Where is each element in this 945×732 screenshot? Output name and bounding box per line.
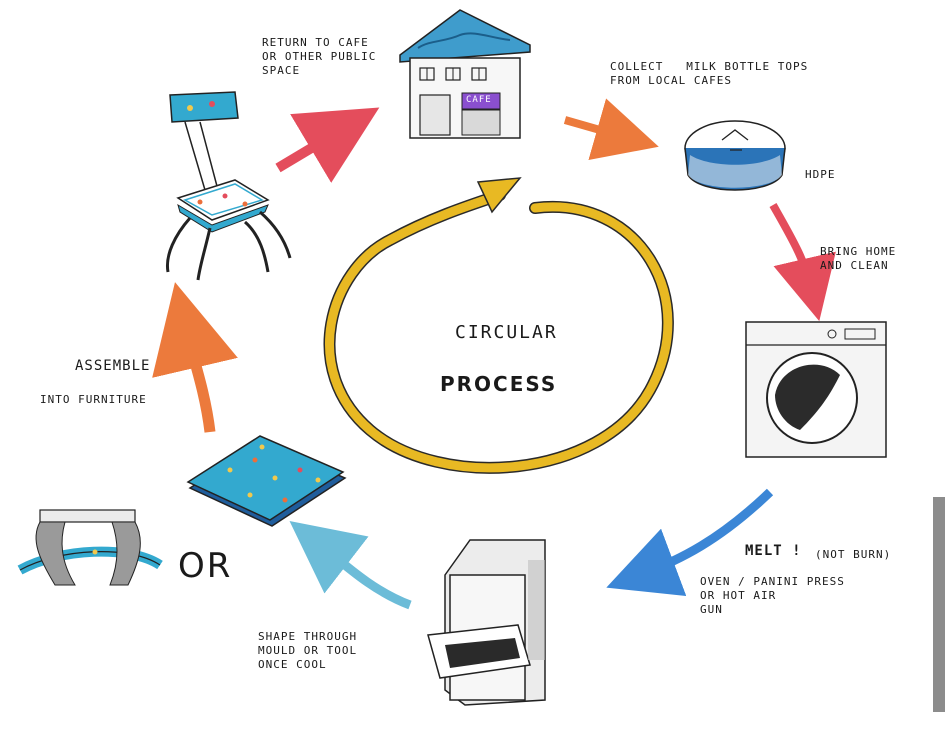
label-melt-tools: OVEN / PANINI PRESS OR HOT AIR GUN bbox=[700, 575, 845, 616]
arrow-chair-to-cafe bbox=[275, 107, 380, 183]
recycled-panel-sketch bbox=[186, 435, 347, 527]
center-title-line2: PROCESS bbox=[440, 372, 558, 396]
label-assemble: ASSEMBLE bbox=[75, 358, 151, 374]
label-hdpe: HDPE bbox=[805, 168, 836, 181]
label-return-to-cafe: RETURN TO CAFE OR OTHER PUBLIC SPACE bbox=[262, 36, 377, 77]
label-melt: MELT ! bbox=[745, 543, 802, 559]
photo-fragment bbox=[933, 497, 945, 712]
center-loop-arrow bbox=[323, 177, 674, 474]
center-title-line1: CIRCULAR bbox=[455, 322, 558, 343]
cafe-sign: CAFE bbox=[466, 95, 492, 105]
arrow-cap-to-washer bbox=[769, 203, 836, 322]
arrow-panel-to-chair bbox=[152, 282, 238, 433]
label-bring-home-clean: BRING HOME AND CLEAN bbox=[820, 245, 897, 272]
arrow-cafe-to-cap bbox=[563, 98, 659, 160]
oven-sketch bbox=[427, 539, 546, 706]
label-not-burn: (NOT BURN) bbox=[815, 548, 892, 561]
washing-machine-sketch bbox=[745, 321, 887, 458]
label-shape-through-mould: SHAPE THROUGH MOULD OR TOOL ONCE COOL bbox=[258, 630, 358, 671]
label-collect-bottle-tops: COLLECT MILK BOTTLE TOPS FROM LOCAL CAFE… bbox=[610, 60, 809, 87]
chair-sketch bbox=[165, 91, 292, 281]
label-or: OR bbox=[178, 546, 233, 586]
label-into-furniture: INTO FURNITURE bbox=[40, 393, 147, 406]
arrow-oven-to-panel bbox=[289, 520, 412, 610]
cafe-building-sketch bbox=[399, 9, 531, 139]
arrow-washer-to-oven bbox=[606, 488, 774, 597]
bench-sketch bbox=[17, 509, 163, 586]
bottle-cap-sketch bbox=[684, 120, 786, 191]
